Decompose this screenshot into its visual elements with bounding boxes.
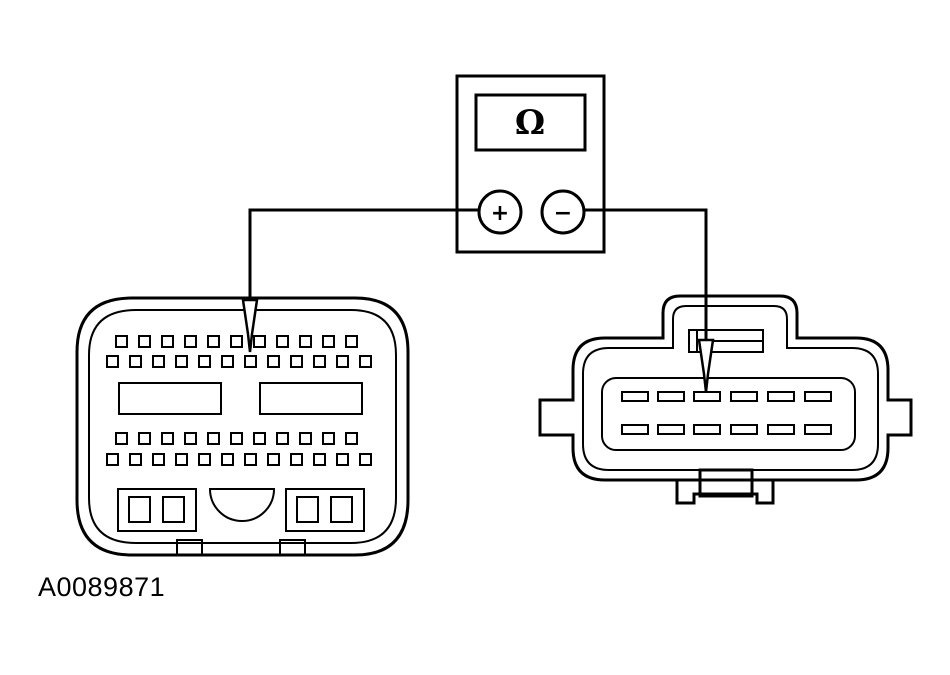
left-power-cavity: [162, 496, 185, 523]
left-blade-cavity: [118, 382, 222, 415]
left-connector: [75, 296, 410, 557]
negative-probe-tip: [697, 338, 715, 393]
ohmmeter-display: [474, 93, 587, 152]
negative-terminal-sign: −: [554, 201, 572, 226]
right-connector-housing-inner: [582, 305, 879, 471]
left-pin-row: [115, 335, 358, 348]
positive-test-lead: [248, 208, 479, 300]
left-blade-cavity: [259, 382, 363, 415]
right-connector: [538, 294, 913, 505]
figure-id-label: A0089871: [38, 572, 166, 602]
ohmmeter-body: [455, 74, 606, 254]
left-power-cavity-group: [117, 488, 197, 532]
left-power-cavity: [128, 496, 151, 523]
positive-terminal: [477, 189, 523, 235]
right-connector-bottom-tab: [675, 480, 775, 505]
ohm-symbol: Ω: [515, 103, 545, 143]
left-power-cavity: [296, 496, 319, 523]
left-connector-center-key: [208, 488, 276, 522]
left-pin-row: [115, 432, 358, 445]
positive-probe-tip: [241, 298, 259, 353]
right-pin-row: [621, 391, 832, 402]
right-connector-housing: [538, 294, 913, 482]
positive-terminal-sign: +: [491, 201, 509, 226]
left-connector-key: [176, 539, 203, 555]
right-pin-row: [621, 424, 832, 435]
right-pin-field: [601, 377, 856, 451]
right-connector-bottom-lock: [698, 468, 754, 498]
left-connector-housing: [75, 296, 410, 557]
left-connector-key: [279, 539, 306, 555]
left-power-cavity-group: [285, 488, 365, 532]
left-power-cavity: [330, 496, 353, 523]
left-pin-row: [106, 453, 372, 466]
left-pin-row: [106, 355, 372, 368]
left-connector-housing-inner: [88, 309, 397, 544]
negative-test-lead: [584, 208, 708, 340]
ohmmeter: Ω + −: [455, 74, 606, 254]
negative-terminal: [540, 189, 586, 235]
